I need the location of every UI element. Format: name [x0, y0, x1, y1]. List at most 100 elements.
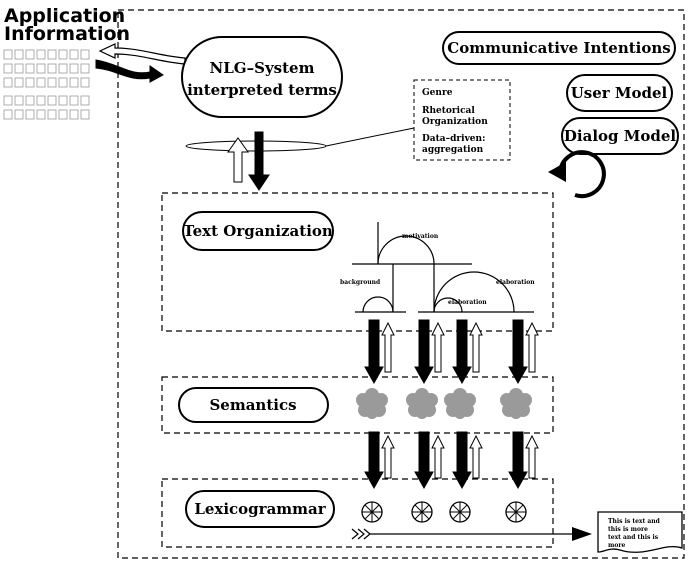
up-white-arrow [469, 434, 483, 479]
down-black-arrow [452, 431, 472, 490]
app-info-grid-cell [3, 63, 13, 74]
output-arrowhead [572, 527, 592, 541]
app-info-grid-cell [3, 49, 13, 60]
down-black-arrow [364, 431, 384, 490]
down-black-arrow [508, 431, 528, 490]
app-info-grid-cell [58, 49, 68, 60]
nlg-system-node [181, 36, 343, 118]
semantic-cloud-lobe [510, 407, 522, 419]
data-driven-label-1: Data–driven: [422, 134, 485, 144]
data-driven-label-2: aggregation [422, 145, 484, 155]
lexicogrammar-box [161, 478, 554, 548]
up-white-arrow [525, 321, 539, 373]
app-info-line2: Information [4, 23, 130, 45]
output-doc-line4: more [608, 542, 626, 549]
app-info-grid-cell [58, 63, 68, 74]
app-info-grid-cell [3, 109, 13, 120]
up-white-arrow [431, 321, 445, 373]
lexicogrammar-label: Lexicogrammar [194, 500, 326, 518]
lexical-wheel-spoke [452, 504, 468, 520]
note-pointer-line [325, 127, 415, 147]
pipeline-columns [356, 319, 539, 523]
app-info-grid-cell [3, 77, 13, 88]
app-info-grid-cell [25, 63, 35, 74]
app-info-grid-cell [47, 63, 57, 74]
app-info-grid-cell [36, 63, 46, 74]
feedback-cycle-arrowhead [548, 162, 566, 182]
lexical-wheel [411, 501, 433, 523]
text-organization-box [161, 192, 554, 332]
app-info-grid-cell [25, 109, 35, 120]
semantic-cloud-lobe [416, 407, 428, 419]
app-info-grid-cell [3, 95, 13, 106]
app-info-grid-cell [80, 109, 90, 120]
rhetorical-label-2: Organization [422, 117, 488, 127]
semantic-cloud-lobe [415, 388, 429, 402]
lexical-wheel-spoke [508, 504, 524, 520]
genre-label: Genre [422, 88, 453, 98]
elaboration-inner-label: elaboration [448, 299, 487, 306]
up-white-arrow [381, 321, 395, 373]
feedback-cycle-arrow [558, 150, 606, 199]
semantic-cloud-lobe [366, 407, 378, 419]
app-info-grid-cell [25, 95, 35, 106]
app-info-grid-cell [80, 49, 90, 60]
app-info-line1: Application [4, 5, 125, 27]
semantic-cloud-lobe [365, 388, 379, 402]
output-arrow [351, 528, 580, 540]
down-black-arrow [414, 319, 434, 385]
lexical-wheel [361, 501, 383, 523]
app-info-grid-cell [69, 109, 79, 120]
app-info-grid-cell [47, 49, 57, 60]
background-label: background [340, 279, 381, 286]
nlg-textorg-arrows [227, 131, 270, 191]
semantic-cloud [356, 388, 388, 419]
app-info-grid-cell [58, 95, 68, 106]
motivation-label: motivation [402, 233, 439, 240]
app-info-grid-cell [69, 95, 79, 106]
output-doc-line2: this is more [608, 526, 648, 533]
semantic-cloud-lobe [453, 388, 467, 402]
text-organization-label: Text Organization [183, 222, 333, 240]
elaboration-outer-label: elaboration [496, 279, 535, 286]
app-info-grid-cell [69, 63, 79, 74]
communicative-intentions-label: Communicative Intentions [447, 39, 670, 57]
up-white-arrow [469, 321, 483, 373]
user-model-node [566, 74, 673, 112]
user-model-label: User Model [571, 84, 668, 102]
app-info-grid [3, 49, 90, 120]
text-organization-node [182, 211, 334, 251]
app-info-grid-cell [69, 49, 79, 60]
white-arrow-to-app [98, 43, 186, 65]
output-doc-line3: text and this is [608, 534, 659, 541]
lexicogrammar-node [185, 490, 335, 528]
lexical-wheel-spoke [414, 504, 430, 520]
down-black-arrow [452, 319, 472, 385]
app-info-grid-cell [14, 109, 24, 120]
dialog-model-label: Dialog Model [564, 127, 676, 145]
app-info-grid-cell [14, 63, 24, 74]
app-info-grid-cell [36, 109, 46, 120]
semantics-label: Semantics [209, 396, 296, 414]
nlg-system-line2: interpreted terms [187, 81, 337, 99]
semantic-cloud-lobe [509, 388, 523, 402]
app-info-grid-cell [14, 49, 24, 60]
app-info-grid-cell [25, 77, 35, 88]
app-info-grid-cell [14, 77, 24, 88]
semantics-box [161, 376, 554, 434]
lexical-wheel [449, 501, 471, 523]
app-info-grid-cell [80, 63, 90, 74]
semantic-cloud [500, 388, 532, 419]
lexical-wheel [505, 501, 527, 523]
up-white-arrow [381, 434, 395, 479]
black-arrow-to-nlg [95, 59, 164, 83]
app-info-grid-cell [47, 77, 57, 88]
dialog-model-node [561, 117, 679, 155]
rhetorical-label-1: Rhetorical [422, 106, 475, 116]
semantic-cloud [444, 388, 476, 419]
app-info-grid-cell [47, 109, 57, 120]
semantic-cloud [406, 388, 438, 419]
app-info-grid-cell [25, 49, 35, 60]
communicative-intentions-node [442, 31, 676, 65]
